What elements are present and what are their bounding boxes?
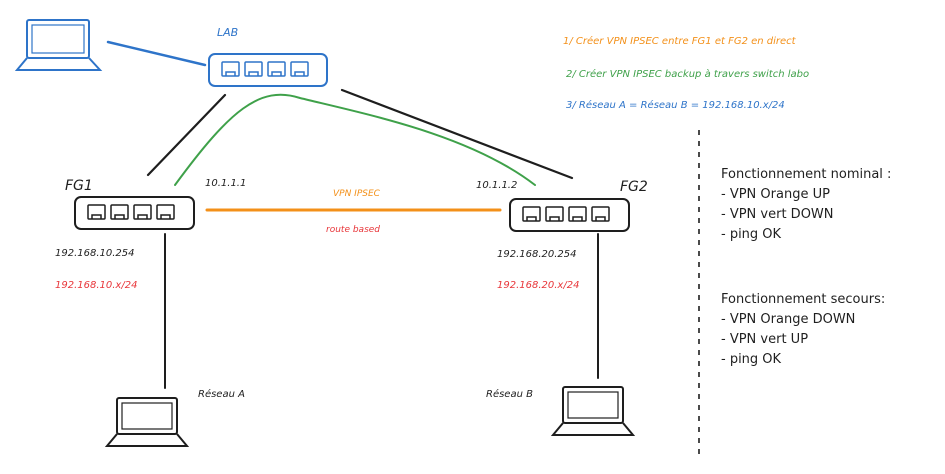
fg2-ports bbox=[522, 206, 610, 222]
nominal-item: - ping OK bbox=[721, 227, 782, 242]
net-b-subnet: 192.168.20.x/24 bbox=[497, 280, 579, 291]
fg2-lan-ip: 192.168.20.254 bbox=[497, 249, 577, 260]
fg2-label: FG2 bbox=[620, 179, 648, 195]
nominal-item: - VPN Orange UP bbox=[721, 187, 830, 202]
fg1-lan-ip: 192.168.10.254 bbox=[55, 248, 135, 259]
lab-switch bbox=[208, 53, 328, 87]
fg1-label: FG1 bbox=[65, 178, 93, 194]
lab-label: LAB bbox=[217, 26, 238, 39]
link-laptop-lab bbox=[106, 40, 207, 67]
link-lab-fg1 bbox=[146, 93, 227, 177]
step-3: 3/ Réseau A = Réseau B = 192.168.10.x/24 bbox=[566, 99, 785, 111]
backup-item: - VPN vert UP bbox=[721, 332, 808, 347]
laptop-b-label: Réseau B bbox=[486, 388, 533, 400]
fg1-switch bbox=[74, 196, 195, 230]
backup-item: - ping OK bbox=[721, 352, 782, 367]
link-lab-fg2 bbox=[340, 88, 574, 180]
laptop-a-icon bbox=[104, 397, 190, 447]
route-based-label: route based bbox=[326, 225, 380, 235]
net-a-subnet: 192.168.10.x/24 bbox=[55, 280, 137, 291]
nominal-title: Fonctionnement nominal : bbox=[721, 167, 891, 182]
laptop-b-icon bbox=[550, 386, 636, 436]
lab-switch-ports bbox=[221, 61, 309, 77]
step-2: 2/ Créer VPN IPSEC backup à travers swit… bbox=[566, 68, 809, 80]
vpn-backup-arc bbox=[174, 93, 536, 186]
fg1-ports bbox=[87, 204, 175, 220]
fg2-wan-ip: 10.1.1.2 bbox=[476, 180, 517, 191]
backup-title: Fonctionnement secours: bbox=[721, 292, 885, 307]
backup-item: - VPN Orange DOWN bbox=[721, 312, 855, 327]
vpn-ipsec-label: VPN IPSEC bbox=[333, 189, 381, 199]
nominal-item: - VPN vert DOWN bbox=[721, 207, 834, 222]
fg1-wan-ip: 10.1.1.1 bbox=[205, 178, 246, 189]
laptop-a-label: Réseau A bbox=[198, 388, 245, 400]
laptop-top-icon bbox=[14, 19, 103, 71]
step-1: 1/ Créer VPN IPSEC entre FG1 et FG2 en d… bbox=[563, 35, 797, 47]
fg2-switch bbox=[509, 198, 630, 232]
